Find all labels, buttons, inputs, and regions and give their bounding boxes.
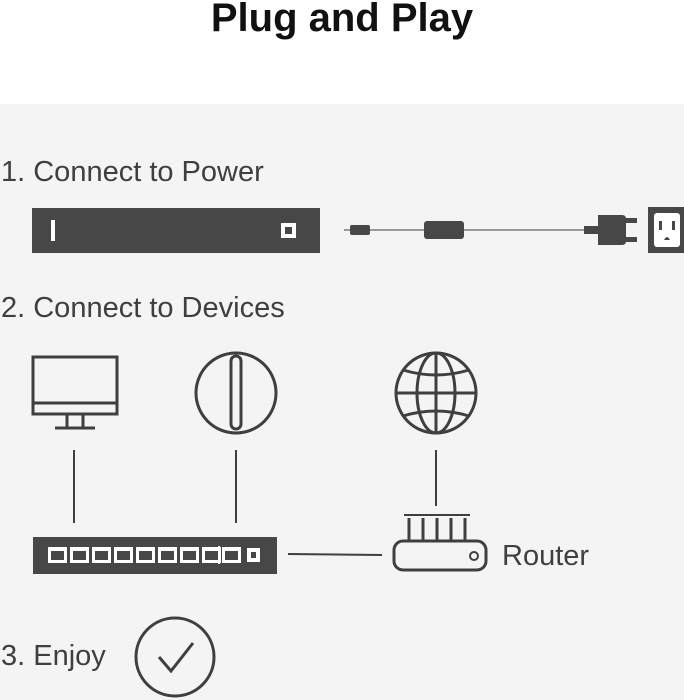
- monitor-icon: [31, 355, 119, 430]
- wall-outlet-icon: [648, 207, 684, 253]
- power-plug-icon: [584, 215, 637, 245]
- access-point-icon: [194, 351, 278, 435]
- step-connect-devices: 2. Connect to Devices: [1, 292, 285, 324]
- globe-icon: [394, 351, 478, 435]
- power-adapter-icon: [344, 221, 586, 239]
- step-connect-power: 1. Connect to Power: [1, 156, 264, 188]
- router-label: Router: [502, 540, 590, 572]
- checkmark-icon: [134, 616, 216, 698]
- page-title: Plug and Play: [210, 0, 474, 40]
- switch-device-icon: [32, 208, 320, 253]
- network-switch-icon: [33, 537, 277, 574]
- connection-lines: [73, 450, 437, 556]
- router-icon: [392, 514, 488, 572]
- step-enjoy: 3. Enjoy: [1, 640, 106, 672]
